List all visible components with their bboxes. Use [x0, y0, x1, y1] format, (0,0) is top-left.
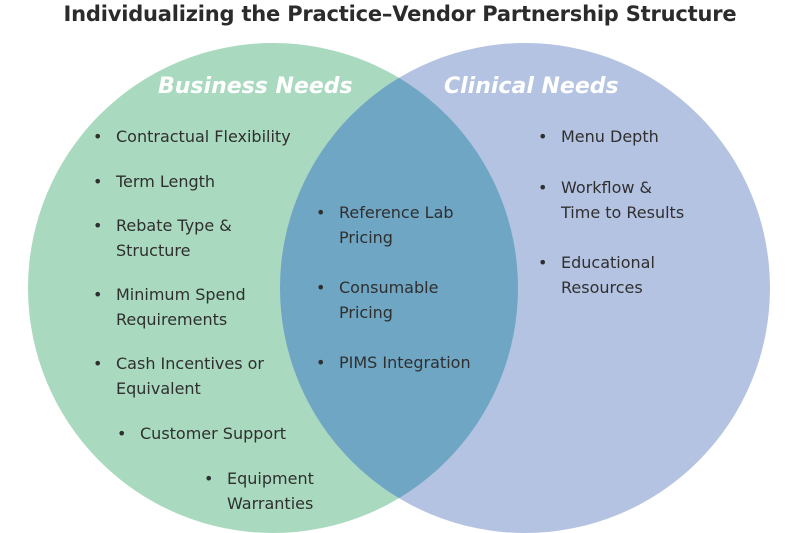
clinical-needs-heading: Clinical Needs [444, 74, 619, 99]
overlap-region [280, 43, 518, 533]
bullet-icon: • [538, 178, 548, 197]
list-item: •Term Length [93, 169, 215, 194]
bullet-icon: • [93, 172, 103, 191]
business-needs-heading: Business Needs [158, 74, 353, 99]
bullet-icon: • [316, 203, 326, 222]
bullet-icon: • [93, 354, 103, 373]
list-item: •Workflow &Time to Results [538, 175, 684, 225]
bullet-icon: • [93, 285, 103, 304]
bullet-icon: • [538, 127, 548, 146]
list-item: •PIMS Integration [316, 350, 471, 375]
bullet-icon: • [316, 353, 326, 372]
bullet-icon: • [538, 253, 548, 272]
list-item: •Contractual Flexibility [93, 124, 291, 149]
list-item: •Menu Depth [538, 124, 659, 149]
bullet-icon: • [316, 278, 326, 297]
bullet-icon: • [93, 127, 103, 146]
list-item: •Customer Support [117, 421, 286, 446]
diagram-title: Individualizing the Practice–Vendor Part… [63, 2, 737, 26]
bullet-icon: • [204, 469, 214, 488]
bullet-icon: • [117, 424, 127, 443]
bullet-icon: • [93, 216, 103, 235]
list-item: •Rebate Type &Structure [93, 213, 232, 263]
